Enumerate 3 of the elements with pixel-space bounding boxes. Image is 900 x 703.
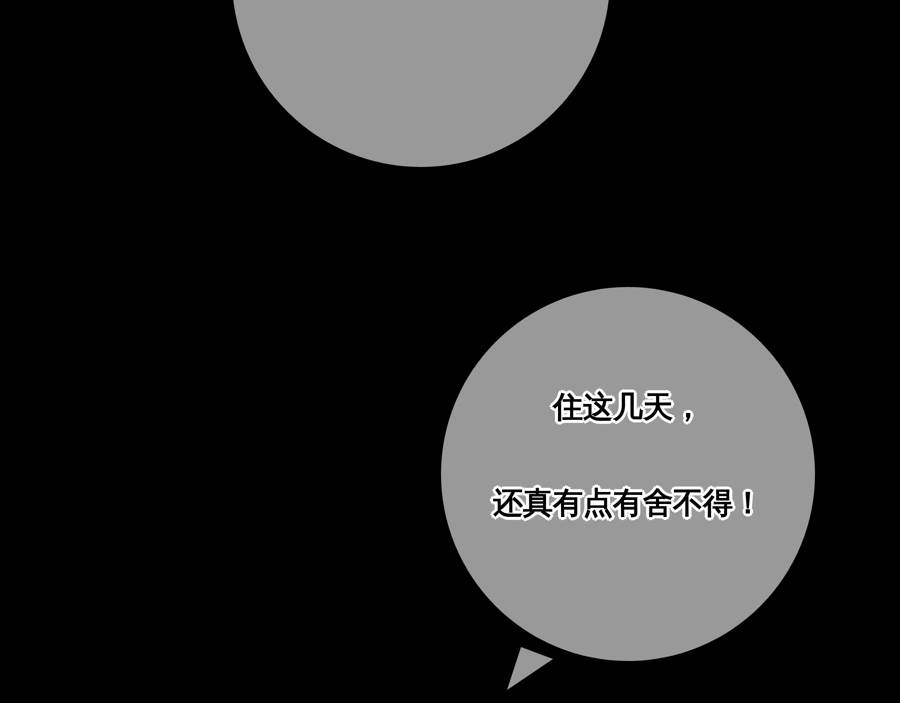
speech-text: 住这几天，: [551, 389, 704, 427]
speech-bubble: [441, 287, 815, 692]
speech-text: 还真有点有舍不得！: [492, 485, 764, 523]
